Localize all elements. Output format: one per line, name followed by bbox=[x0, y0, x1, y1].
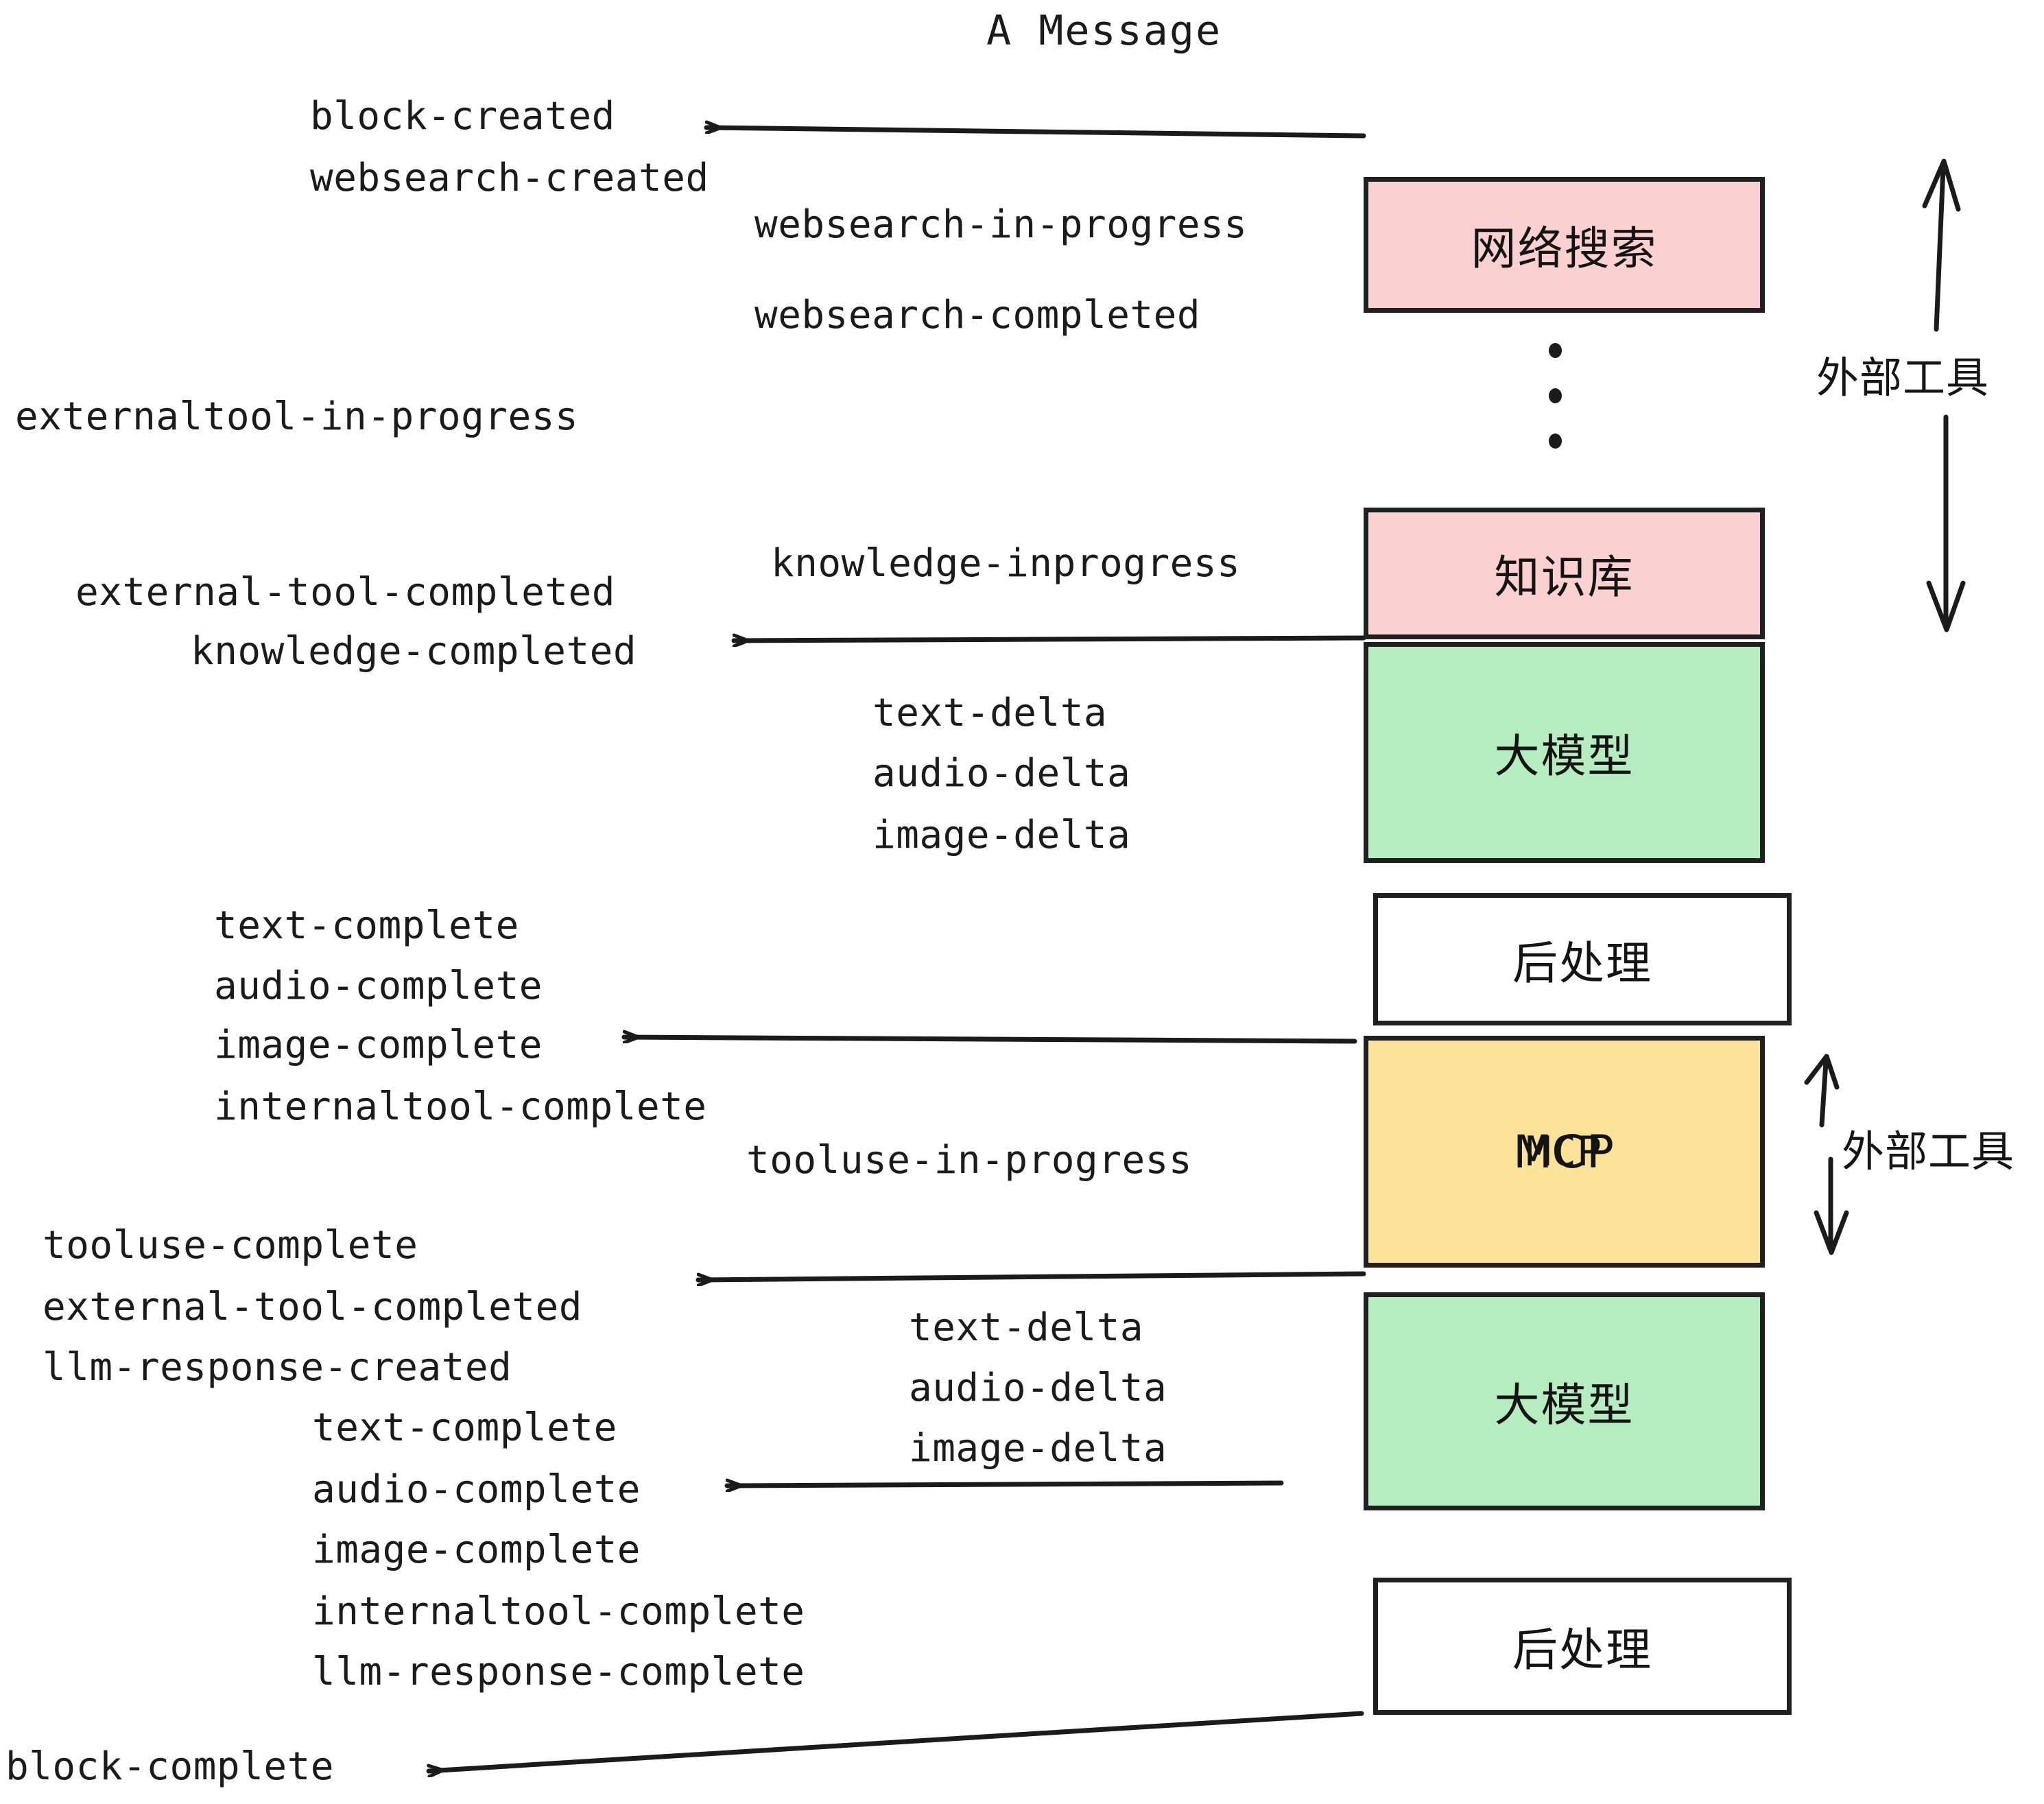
node-mcp-label: MCP bbox=[1513, 1125, 1615, 1178]
ellipsis-dot bbox=[1549, 388, 1562, 403]
event-text-delta-2: text-delta bbox=[909, 1305, 1144, 1350]
node-post-top-label: 后处理 bbox=[1512, 936, 1652, 990]
event-externaltool-in-progress: externaltool-in-progress bbox=[15, 394, 579, 439]
event-external-tool-completed-1: external-tool-completed bbox=[75, 570, 615, 615]
arrow-post-bottom-to-block-complete bbox=[426, 1711, 1364, 1771]
node-llm-bottom-label: 大模型 bbox=[1494, 1379, 1635, 1432]
node-post-top[interactable]: 后处理 bbox=[1373, 893, 1792, 1025]
arrow-websearch-to-block-created bbox=[704, 128, 1366, 139]
event-tooluse-in-progress: tooluse-in-progress bbox=[746, 1138, 1193, 1183]
ellipsis-dot bbox=[1549, 434, 1562, 449]
event-internaltool-complete-1: internaltool-complete bbox=[214, 1084, 707, 1129]
node-knowledge-label: 知识库 bbox=[1494, 551, 1635, 604]
external-tools-lower-label: 外部工具 bbox=[1842, 1126, 2015, 1176]
arrow-post-to-image-complete bbox=[621, 1037, 1357, 1044]
external-tools-upper-down-arrow bbox=[1926, 414, 1966, 632]
external-tools-upper-label: 外部工具 bbox=[1816, 353, 1990, 403]
event-audio-delta-1: audio-delta bbox=[872, 751, 1131, 796]
event-llm-response-complete: llm-response-complete bbox=[312, 1650, 805, 1694]
event-audio-delta-2: audio-delta bbox=[909, 1366, 1167, 1410]
node-llm-top[interactable]: 大模型 bbox=[1364, 642, 1765, 863]
node-llm-bottom[interactable]: 大模型 bbox=[1364, 1292, 1765, 1510]
event-block-created: block-created bbox=[310, 94, 615, 139]
node-websearch-label: 网络搜索 bbox=[1471, 222, 1658, 275]
arrow-knowledge-to-knowledge-completed bbox=[731, 638, 1366, 641]
event-text-complete-1: text-complete bbox=[214, 903, 519, 948]
page-title: A Message bbox=[986, 7, 1222, 55]
node-knowledge[interactable]: 知识库 bbox=[1364, 508, 1765, 639]
event-block-complete: block-complete bbox=[5, 1744, 335, 1789]
event-external-tool-completed-2: external-tool-completed bbox=[43, 1285, 582, 1329]
node-post-bottom-label: 后处理 bbox=[1512, 1624, 1652, 1676]
event-audio-complete-1: audio-complete bbox=[214, 964, 543, 1008]
event-image-delta-2: image-delta bbox=[909, 1426, 1167, 1471]
node-mcp[interactable]: MCP bbox=[1364, 1036, 1765, 1268]
event-internaltool-complete-2: internaltool-complete bbox=[312, 1589, 805, 1634]
event-text-delta-1: text-delta bbox=[872, 691, 1108, 735]
event-tooluse-complete: tooluse-complete bbox=[43, 1223, 418, 1268]
event-image-delta-1: image-delta bbox=[872, 813, 1131, 857]
event-knowledge-inprogress: knowledge-inprogress bbox=[771, 541, 1241, 586]
event-audio-complete-2: audio-complete bbox=[312, 1467, 641, 1512]
external-tools-upper-up-arrow bbox=[1922, 158, 1961, 332]
event-image-complete-2: image-complete bbox=[312, 1528, 641, 1572]
event-llm-response-created: llm-response-created bbox=[43, 1345, 512, 1390]
arrow-llm-to-audio-complete bbox=[724, 1483, 1284, 1486]
node-post-bottom[interactable]: 后处理 bbox=[1373, 1578, 1792, 1715]
external-tools-lower-up-arrow bbox=[1804, 1054, 1840, 1128]
ellipsis-dot bbox=[1549, 343, 1562, 358]
node-websearch[interactable]: 网络搜索 bbox=[1364, 177, 1765, 313]
event-websearch-created: websearch-created bbox=[310, 156, 709, 200]
vertical-ellipsis bbox=[1549, 343, 1562, 479]
event-image-complete-1: image-complete bbox=[214, 1023, 543, 1067]
event-knowledge-completed: knowledge-completed bbox=[191, 629, 637, 674]
event-text-complete-2: text-complete bbox=[312, 1405, 617, 1450]
event-websearch-completed: websearch-completed bbox=[754, 293, 1201, 337]
arrow-mcp-to-tooluse-complete bbox=[696, 1271, 1366, 1280]
node-llm-top-label: 大模型 bbox=[1494, 730, 1635, 783]
event-websearch-in-progress: websearch-in-progress bbox=[754, 202, 1248, 247]
